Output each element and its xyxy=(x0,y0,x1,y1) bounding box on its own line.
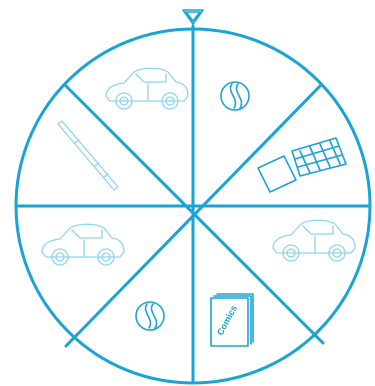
coffee-bean-icon xyxy=(136,302,164,330)
toy-car-icon xyxy=(106,68,188,109)
toy-car-icon xyxy=(42,224,124,265)
comics-book-icon: Comics xyxy=(211,294,253,346)
pen-icon xyxy=(58,121,118,190)
chocolate-bar-icon xyxy=(258,138,346,192)
toy-car-icon xyxy=(273,220,355,261)
coffee-bean-icon xyxy=(221,82,249,110)
comics-label: Comics xyxy=(215,304,239,337)
triangle-pointer-icon xyxy=(183,10,203,24)
